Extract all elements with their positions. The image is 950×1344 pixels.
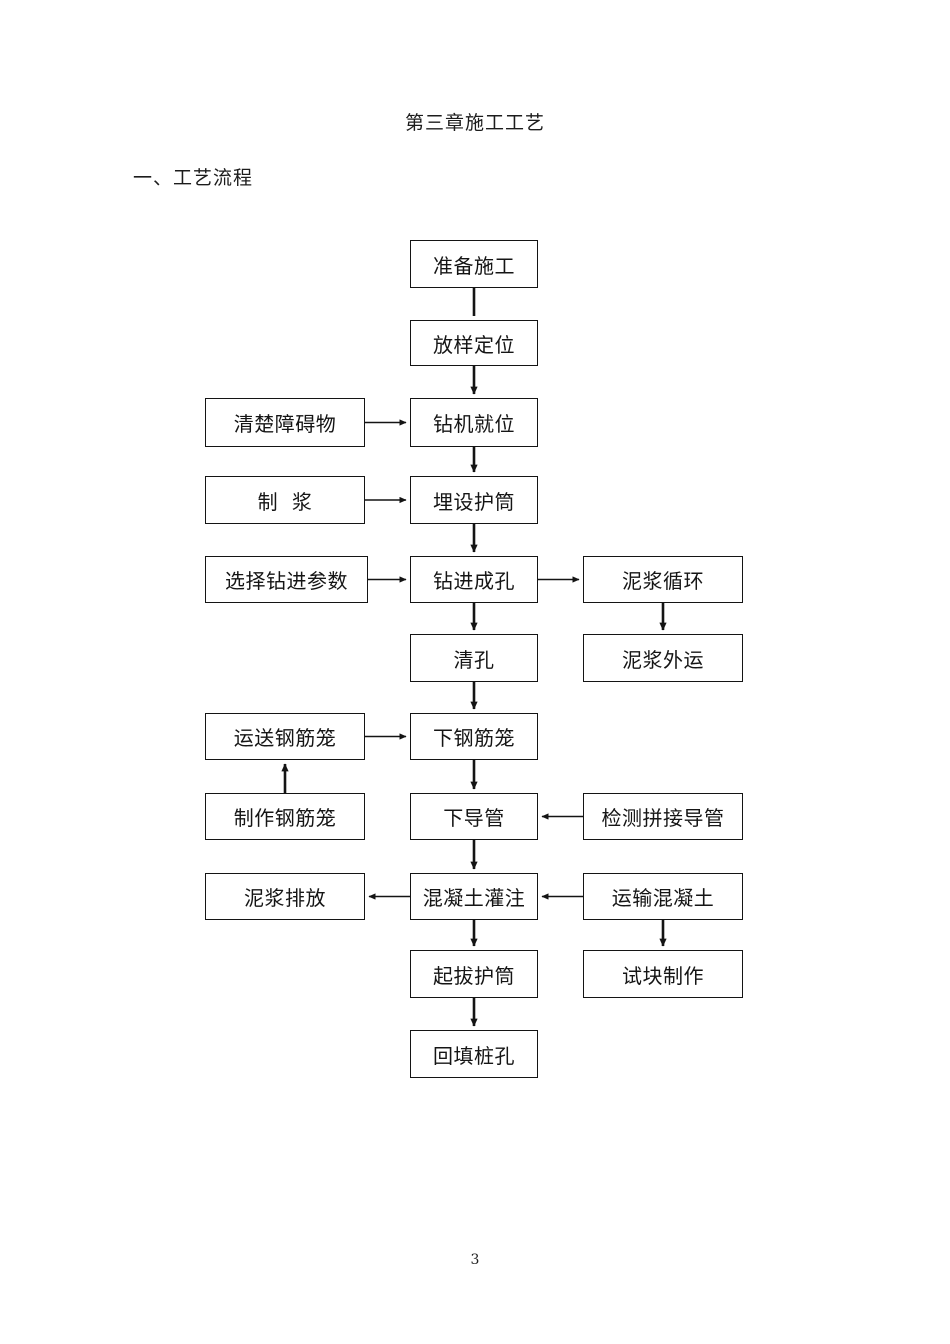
flow-node-label: 选择钻进参数 [225, 569, 348, 593]
flow-node-n10: 清孔 [410, 634, 538, 682]
flow-node-label: 运送钢筋笼 [233, 726, 337, 750]
flow-node-n15: 下导管 [410, 793, 538, 840]
flow-node-label: 运输混凝土 [611, 886, 715, 910]
flow-node-label: 下钢筋笼 [433, 726, 515, 750]
flow-node-label: 混凝土灌注 [422, 886, 526, 910]
flow-node-label: 起拔护筒 [433, 963, 515, 988]
flow-node-label: 清楚障碍物 [233, 412, 337, 436]
flow-node-n22: 回填桩孔 [410, 1030, 538, 1078]
flow-node-n09: 泥浆循环 [583, 556, 743, 603]
flow-node-n12: 运送钢筋笼 [205, 713, 365, 760]
flow-node-label: 泥浆循环 [622, 569, 704, 593]
flow-node-label: 钻机就位 [433, 412, 515, 436]
flow-node-label: 回填桩孔 [433, 1043, 515, 1068]
flow-node-label: 下导管 [443, 806, 505, 830]
flow-node-n18: 混凝土灌注 [410, 873, 538, 920]
flow-node-n07: 选择钻进参数 [205, 556, 368, 603]
flow-node-n01: 准备施工 [410, 240, 538, 288]
flow-node-n02: 放样定位 [410, 320, 538, 366]
flow-node-n14: 制作钢筋笼 [205, 793, 365, 840]
flow-node-label: 清孔 [453, 647, 495, 672]
flow-node-label: 钻进成孔 [433, 569, 515, 593]
flow-node-n17: 泥浆排放 [205, 873, 365, 920]
flow-node-label: 检测拼接导管 [601, 806, 725, 830]
flow-node-n08: 钻进成孔 [410, 556, 538, 603]
flow-node-label: 泥浆外运 [622, 647, 704, 672]
flow-node-n06: 埋设护筒 [410, 476, 538, 524]
flow-node-label: 准备施工 [433, 253, 515, 278]
flow-node-label: 制作钢筋笼 [233, 806, 337, 830]
flow-node-n21: 试块制作 [583, 950, 743, 998]
flow-node-n13: 下钢筋笼 [410, 713, 538, 760]
flow-node-label: 试块制作 [622, 963, 704, 988]
flow-node-label: 制 浆 [257, 489, 313, 514]
flow-node-label: 埋设护筒 [433, 489, 515, 514]
flow-node-n20: 起拔护筒 [410, 950, 538, 998]
flow-node-n04: 钻机就位 [410, 398, 538, 447]
flow-node-n16: 检测拼接导管 [583, 793, 743, 840]
flow-node-label: 放样定位 [433, 332, 515, 357]
flow-node-label: 泥浆排放 [244, 886, 326, 910]
section-heading: 一、工艺流程 [133, 167, 254, 189]
flow-node-n05: 制 浆 [205, 476, 365, 524]
flow-node-n03: 清楚障碍物 [205, 398, 365, 447]
flow-node-n11: 泥浆外运 [583, 634, 743, 682]
flow-node-n19: 运输混凝土 [583, 873, 743, 920]
page-number: 3 [470, 1252, 480, 1268]
page-title: 第三章施工工艺 [404, 112, 545, 134]
